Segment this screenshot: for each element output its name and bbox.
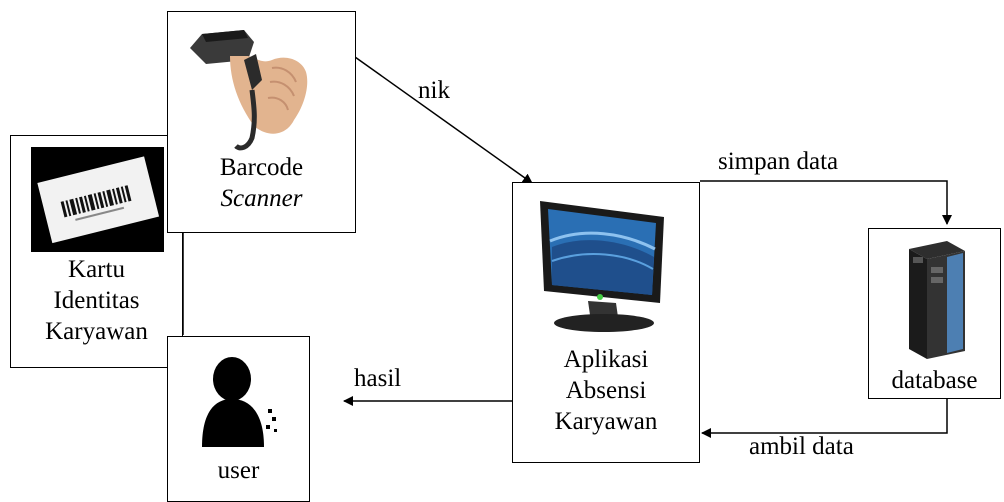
user-node: user	[167, 336, 310, 502]
id-card-barcode-icon	[31, 147, 164, 252]
edge-label-nik: nik	[418, 77, 450, 104]
database-node: database	[868, 228, 1001, 399]
edge-label-simpan-data: simpan data	[718, 148, 839, 175]
aplikasi-node: Aplikasi Absensi Karyawan	[512, 182, 700, 463]
simpan-data-arrow	[700, 180, 952, 225]
scanner-label-line1: Barcode	[219, 154, 304, 181]
kartu-label-line3: Karyawan	[45, 318, 148, 345]
edge-label-hasil: hasil	[354, 365, 402, 392]
monitor-icon	[540, 201, 664, 332]
database-server-icon	[909, 241, 965, 359]
kartu-label-line2: Identitas	[53, 287, 140, 314]
barcode-scanner-icon	[190, 30, 308, 151]
scanner-label-line2: Scanner	[220, 185, 303, 212]
kartu-identitas-node: Kartu Identitas Karyawan	[10, 135, 183, 368]
barcode-scanner-node: Barcode Scanner	[167, 11, 356, 233]
nik-arrow	[354, 56, 533, 184]
aplikasi-label-line2: Absensi	[565, 377, 647, 404]
aplikasi-label-line1: Aplikasi	[563, 346, 649, 373]
edge-label-ambil-data: ambil data	[749, 433, 854, 460]
user-label: user	[217, 457, 260, 484]
ambil-data-arrow	[701, 398, 948, 438]
aplikasi-label-line3: Karyawan	[554, 408, 658, 435]
database-label: database	[891, 367, 978, 394]
user-silhouette-icon	[202, 357, 277, 447]
kartu-label-line1: Kartu	[68, 256, 125, 283]
